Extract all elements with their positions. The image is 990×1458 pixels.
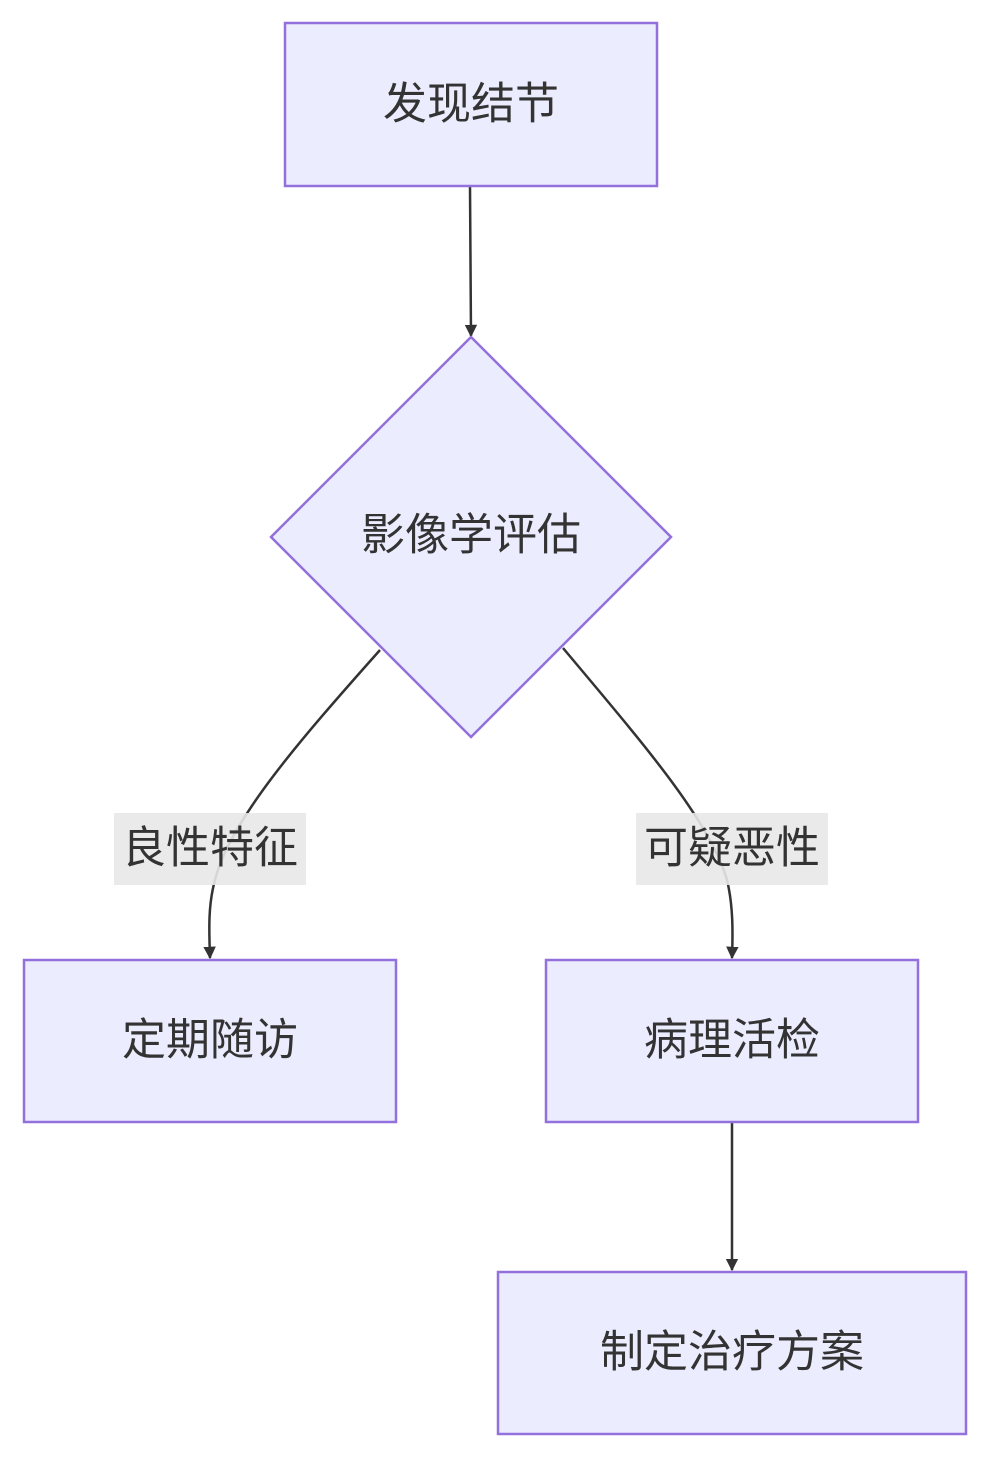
edge-label-benign: 良性特征: [114, 813, 306, 885]
node-imaging-decision: 影像学评估: [269, 335, 673, 739]
node-treatment: 制定治疗方案: [496, 1270, 968, 1436]
node-biopsy: 病理活检: [544, 958, 920, 1124]
node-discover-label: 发现结节: [383, 79, 559, 130]
edge-imaging-to-followup: [203, 649, 381, 960]
node-followup: 定期随访: [22, 958, 398, 1124]
edge-label-suspicious: 可疑恶性: [636, 813, 828, 885]
edge-imaging-to-biopsy: [562, 647, 739, 960]
node-imaging-label: 影像学评估: [361, 510, 581, 561]
node-followup-label: 定期随访: [122, 1015, 298, 1066]
node-treatment-label: 制定治疗方案: [600, 1327, 864, 1378]
node-biopsy-label: 病理活检: [644, 1015, 820, 1066]
edge-discover-to-imaging: [464, 186, 478, 338]
edge-label-benign-text: 良性特征: [122, 823, 298, 874]
edge-label-suspicious-text: 可疑恶性: [644, 823, 820, 874]
node-discover: 发现结节: [283, 21, 659, 188]
